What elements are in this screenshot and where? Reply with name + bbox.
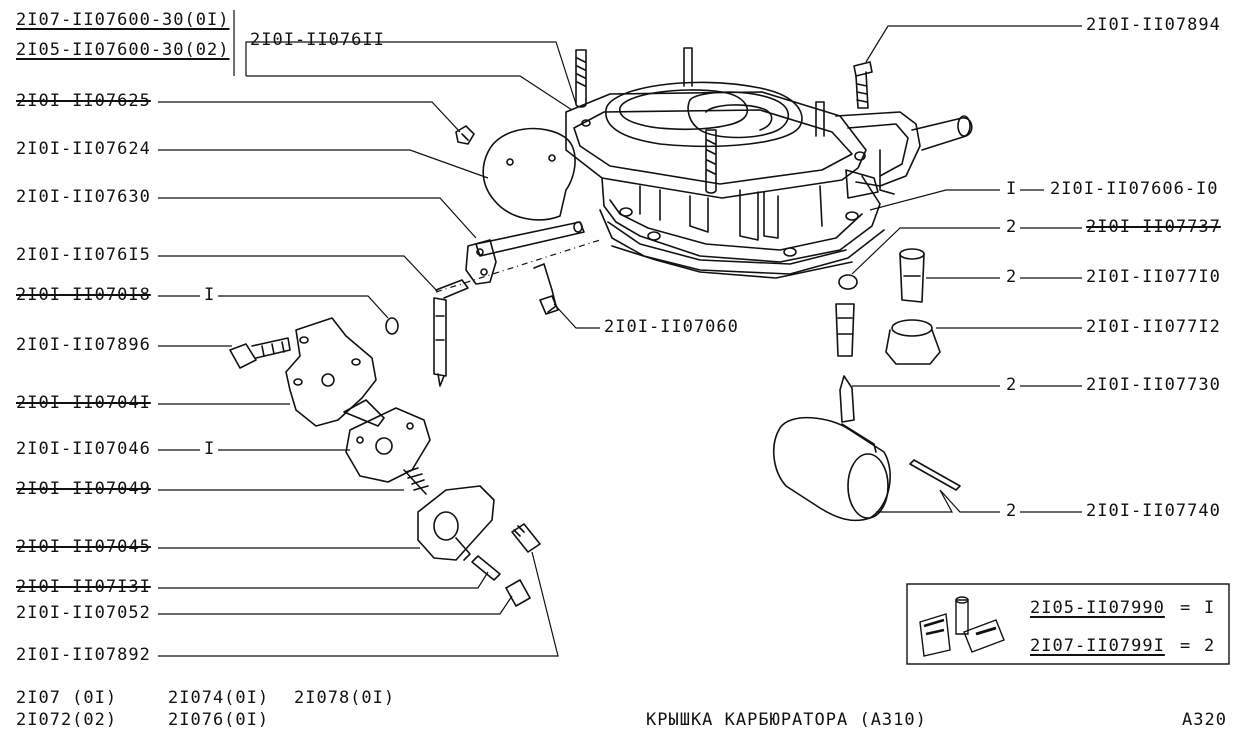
- diagram-title: КРЫШКА КАРБЮРАТОРА (А310): [646, 710, 927, 730]
- part-label-07045[interactable]: 2I0I-II07045: [16, 537, 151, 557]
- part-label-076I5[interactable]: 2I0I-II076I5: [16, 245, 151, 265]
- part-label-07737[interactable]: 2I0I-II07737: [1086, 217, 1221, 237]
- screw-2I0I-II07892: [511, 523, 541, 553]
- quantity-070I8: I: [204, 285, 215, 305]
- part-label-077I2[interactable]: 2I0I-II077I2: [1086, 317, 1221, 337]
- studs: [575, 47, 825, 194]
- page-code: А320: [1182, 710, 1227, 730]
- rod-2I0I-II07060: [533, 263, 559, 315]
- spring-2I0I-II07049: [403, 467, 429, 495]
- assembly-label-1[interactable]: 2I07-II07600-30(0I): [16, 10, 230, 30]
- jet-2I0I-II07730: [835, 303, 855, 423]
- quantity-077I0: 2: [1006, 267, 1017, 287]
- kit-equals-1: =: [1180, 598, 1191, 618]
- washer-2I0I-II070I8: [385, 317, 399, 335]
- screw-2I0I-II07894: [853, 61, 873, 109]
- kit-icon: [919, 596, 1005, 657]
- screw-2I0I-II07052: [505, 579, 531, 607]
- quantity-07606-I0: I: [1006, 179, 1017, 199]
- kit-equals-2: =: [1180, 636, 1191, 656]
- valve-2I0I-II07I3I: [471, 555, 501, 581]
- assembly-label-2[interactable]: 2I05-II07600-30(02): [16, 40, 230, 60]
- part-label-07896[interactable]: 2I0I-II07896: [16, 335, 151, 355]
- carburetor-cover-body: [565, 81, 885, 279]
- bolt-2I0I-II07896: [229, 337, 291, 369]
- part-label-07625[interactable]: 2I0I-II07625: [16, 91, 151, 111]
- nut-2I0I-II077I2: [885, 319, 941, 365]
- model-label-2I072: 2I072(02): [16, 710, 118, 730]
- kit-box: [906, 583, 1230, 665]
- fitting-2I0I-II077I0: [899, 248, 925, 303]
- kit-quantity-2: 2: [1204, 636, 1215, 656]
- model-label-2I074: 2I074(0I): [168, 688, 270, 708]
- part-label-07894[interactable]: 2I0I-II07894: [1086, 15, 1221, 35]
- model-label-2I07: 2I07 (0I): [16, 688, 118, 708]
- model-label-2I078: 2I078(0I): [294, 688, 396, 708]
- quantity-07740: 2: [1006, 501, 1017, 521]
- pump-cover-2I0I-II0704I: [285, 317, 377, 427]
- quantity-07046: I: [204, 439, 215, 459]
- part-label-07892[interactable]: 2I0I-II07892: [16, 645, 151, 665]
- assembly-ref-label[interactable]: 2I0I-II076II: [250, 30, 385, 50]
- part-label-07049[interactable]: 2I0I-II07049: [16, 479, 151, 499]
- model-label-2I076: 2I076(0I): [168, 710, 270, 730]
- part-label-07730[interactable]: 2I0I-II07730: [1086, 375, 1221, 395]
- part-label-077I0[interactable]: 2I0I-II077I0: [1086, 267, 1221, 287]
- kit-part-label-1[interactable]: 2I05-II07990: [1030, 598, 1165, 618]
- part-label-07624[interactable]: 2I0I-II07624: [16, 139, 151, 159]
- quantity-07730: 2: [1006, 375, 1017, 395]
- kit-part-label-2[interactable]: 2I07-II0799I: [1030, 636, 1165, 656]
- part-label-0704I[interactable]: 2I0I-II0704I: [16, 393, 151, 413]
- rod-2I0I-II076I5: [433, 279, 469, 387]
- washer-2I0I-II07737: [838, 274, 858, 290]
- part-label-07I3I[interactable]: 2I0I-II07I3I: [16, 577, 151, 597]
- kit-quantity-1: I: [1204, 598, 1215, 618]
- part-label-07052[interactable]: 2I0I-II07052: [16, 603, 151, 623]
- fuel-inlet-housing: [835, 111, 973, 199]
- part-label-07630[interactable]: 2I0I-II07630: [16, 187, 151, 207]
- lever-shaft-2I0I-II07630: [465, 221, 585, 285]
- leader-lines: [158, 10, 1082, 657]
- cover-plate-2I0I-II07624: [482, 127, 576, 221]
- diaphragm-2I0I-II07046: [343, 399, 431, 483]
- quantity-07737: 2: [1006, 217, 1017, 237]
- pump-housing-2I0I-II07045: [417, 485, 495, 561]
- float-2I0I-II07740: [772, 416, 961, 522]
- part-label-07060[interactable]: 2I0I-II07060: [604, 317, 739, 337]
- part-label-07606-I0[interactable]: 2I0I-II07606-I0: [1050, 179, 1219, 199]
- part-label-070I8[interactable]: 2I0I-II070I8: [16, 285, 151, 305]
- part-label-07046[interactable]: 2I0I-II07046: [16, 439, 151, 459]
- part-label-07740[interactable]: 2I0I-II07740: [1086, 501, 1221, 521]
- screw-2I0I-II07625: [455, 125, 475, 145]
